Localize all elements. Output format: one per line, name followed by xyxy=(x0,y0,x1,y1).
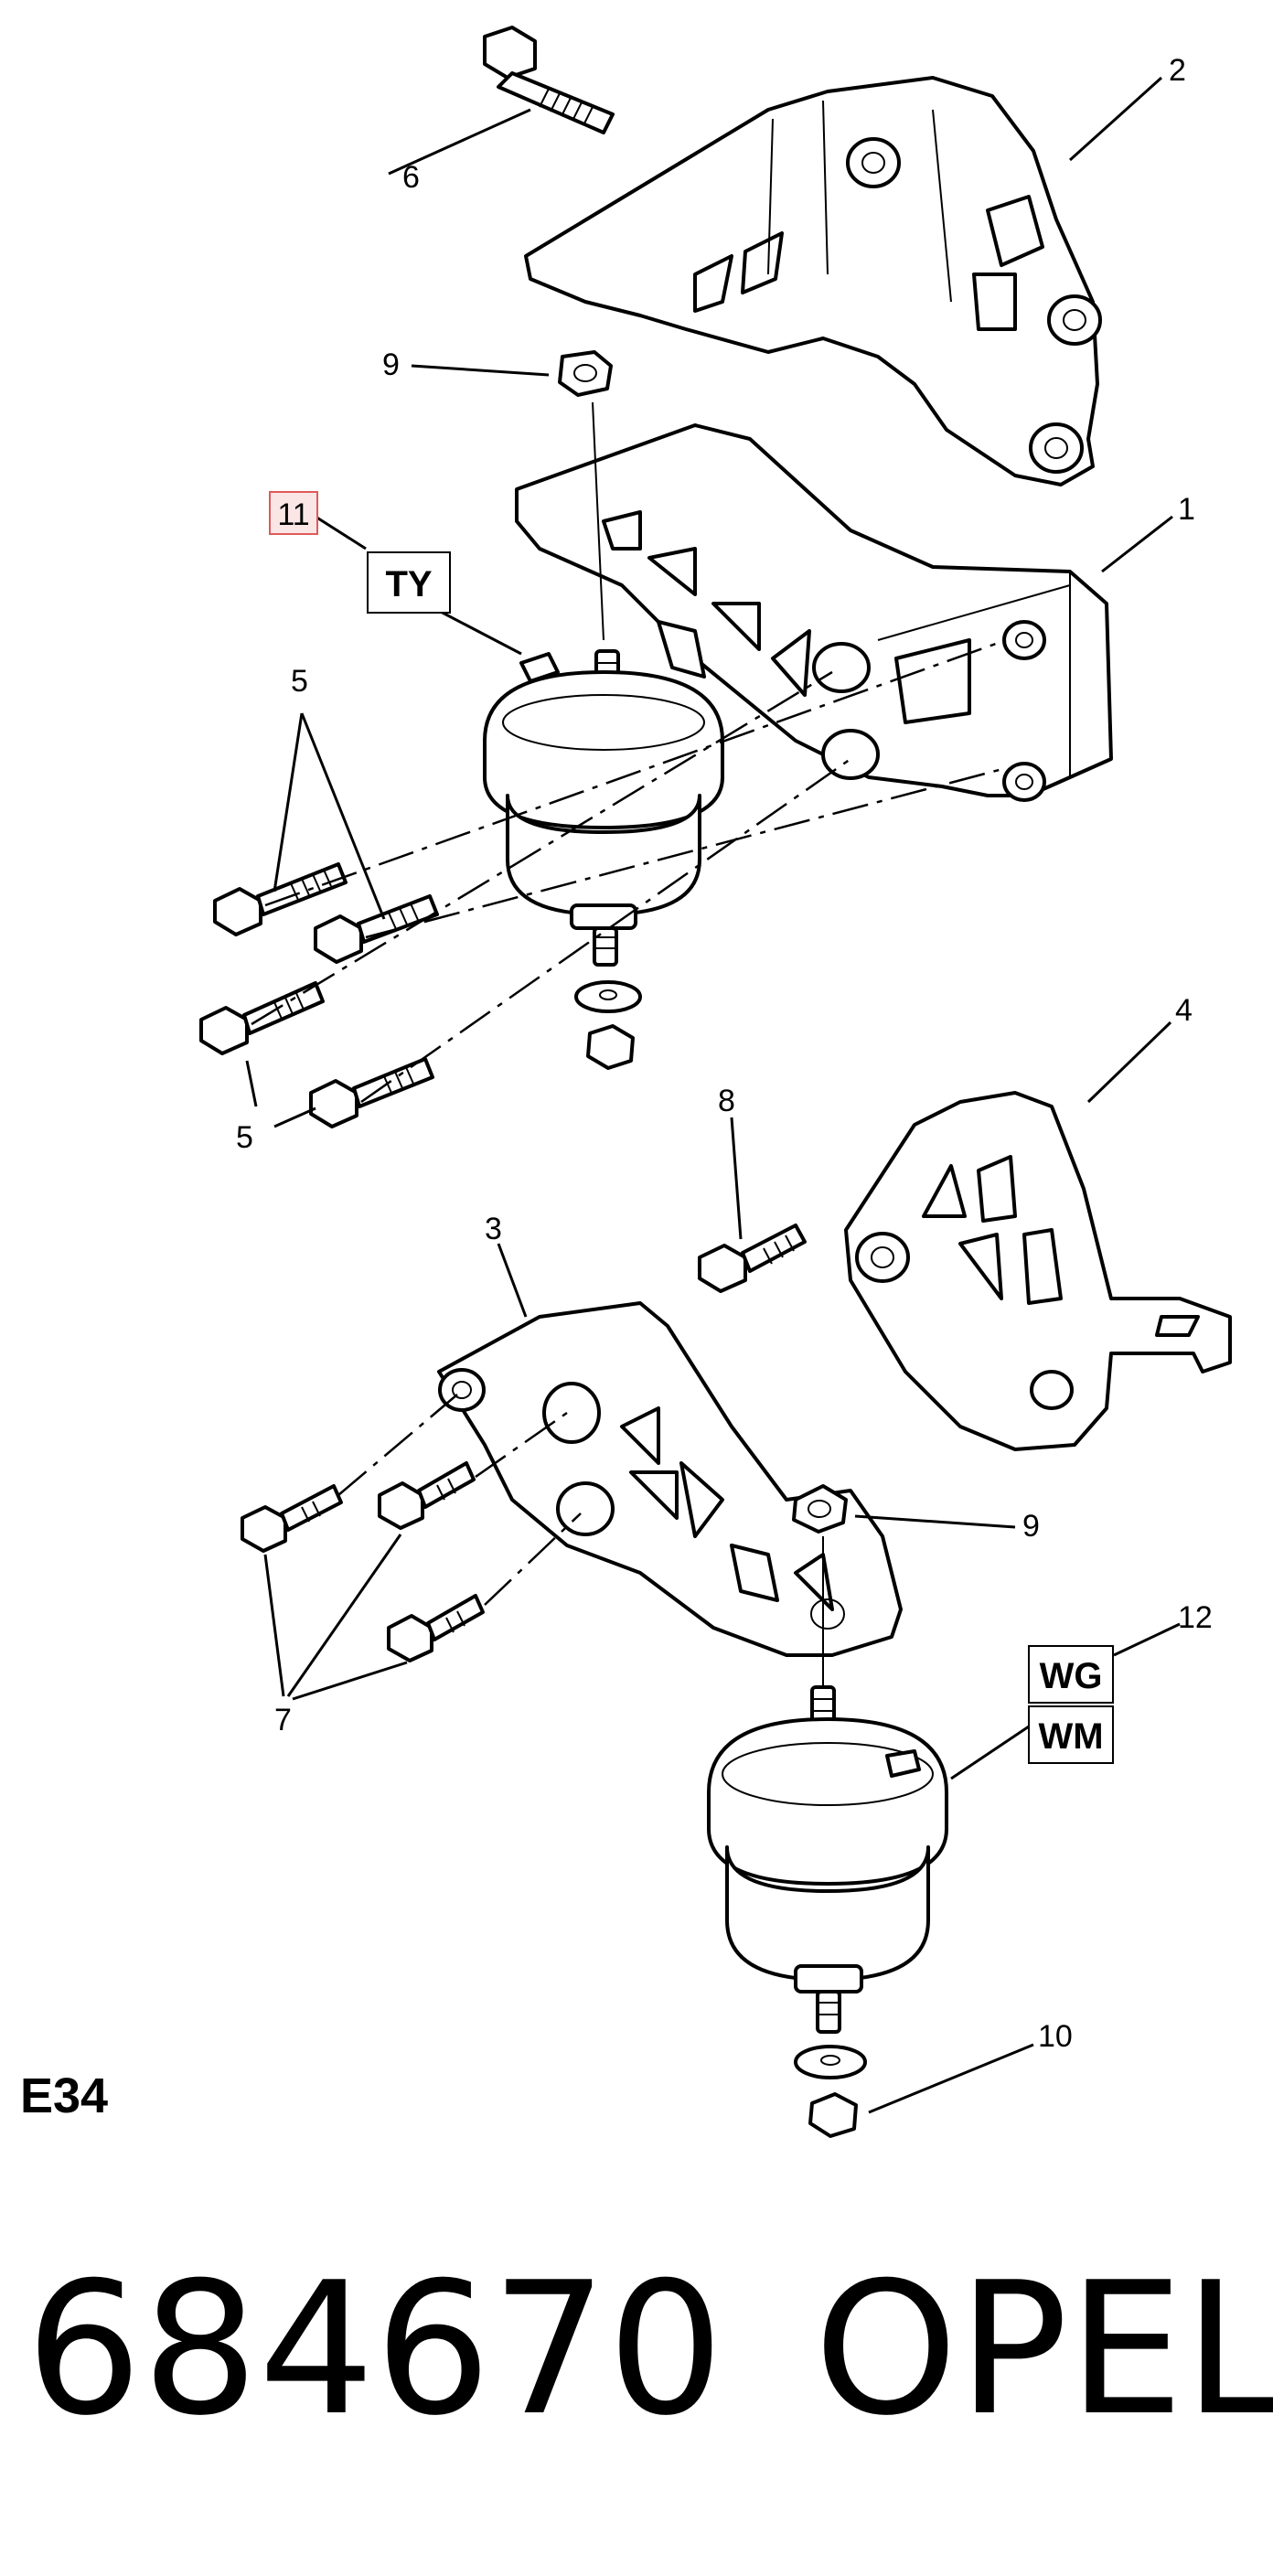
bracket-part-3 xyxy=(437,1301,903,1657)
callout-7: 7 xyxy=(274,1703,292,1737)
bracket-part-4 xyxy=(844,1091,1232,1451)
variant-label-wm: WM xyxy=(1038,1716,1103,1757)
variant-box-wm xyxy=(1028,1705,1114,1764)
bolt-part-7-a xyxy=(241,1484,343,1553)
alignment-lines-lower xyxy=(337,1394,582,1606)
alignment-lines-upper xyxy=(251,638,1007,1104)
nut-part-9-upper xyxy=(558,350,613,397)
figure-id: E34 xyxy=(20,2068,108,2123)
callout-5-upper: 5 xyxy=(291,664,308,699)
bolt-part-6 xyxy=(483,26,615,134)
nut-part-9-lower xyxy=(792,1484,848,1534)
variant-label-ty: TY xyxy=(385,564,432,604)
callout-1: 1 xyxy=(1178,492,1195,527)
callout-4: 4 xyxy=(1175,993,1193,1028)
callout-8: 8 xyxy=(718,1084,735,1118)
bolt-part-7-c xyxy=(387,1594,485,1662)
bolt-part-8 xyxy=(698,1224,807,1293)
callout-6: 6 xyxy=(402,160,420,195)
alignment-line-upper xyxy=(592,401,604,641)
callout-9-lower: 9 xyxy=(1022,1509,1040,1544)
part-number: 684670 xyxy=(26,2243,724,2456)
engine-mount-wg-wm xyxy=(707,1685,948,2138)
callout-3: 3 xyxy=(485,1212,502,1246)
callout-5-lower: 5 xyxy=(236,1120,253,1155)
callout-11-box xyxy=(269,491,318,535)
bolt-part-5-d xyxy=(309,1057,434,1128)
callout-10: 10 xyxy=(1038,2019,1073,2054)
bolt-part-7-b xyxy=(378,1461,476,1530)
engine-mount-ty xyxy=(483,649,724,1070)
callout-2: 2 xyxy=(1169,53,1186,88)
callout-12: 12 xyxy=(1178,1600,1213,1635)
variant-box-ty xyxy=(367,551,451,614)
callout-9-upper: 9 xyxy=(382,347,400,382)
leader-lines xyxy=(245,76,1181,2114)
bolt-part-5-b xyxy=(314,894,439,964)
variant-box-wg xyxy=(1028,1645,1114,1704)
bolt-part-5-c xyxy=(199,981,325,1055)
brand-name: OPEL xyxy=(814,2243,1273,2456)
bracket-part-2 xyxy=(524,76,1102,486)
bolt-part-5-a xyxy=(213,862,348,936)
callout-11: 11 xyxy=(277,497,309,532)
variant-label-wg: WG xyxy=(1040,1656,1103,1696)
